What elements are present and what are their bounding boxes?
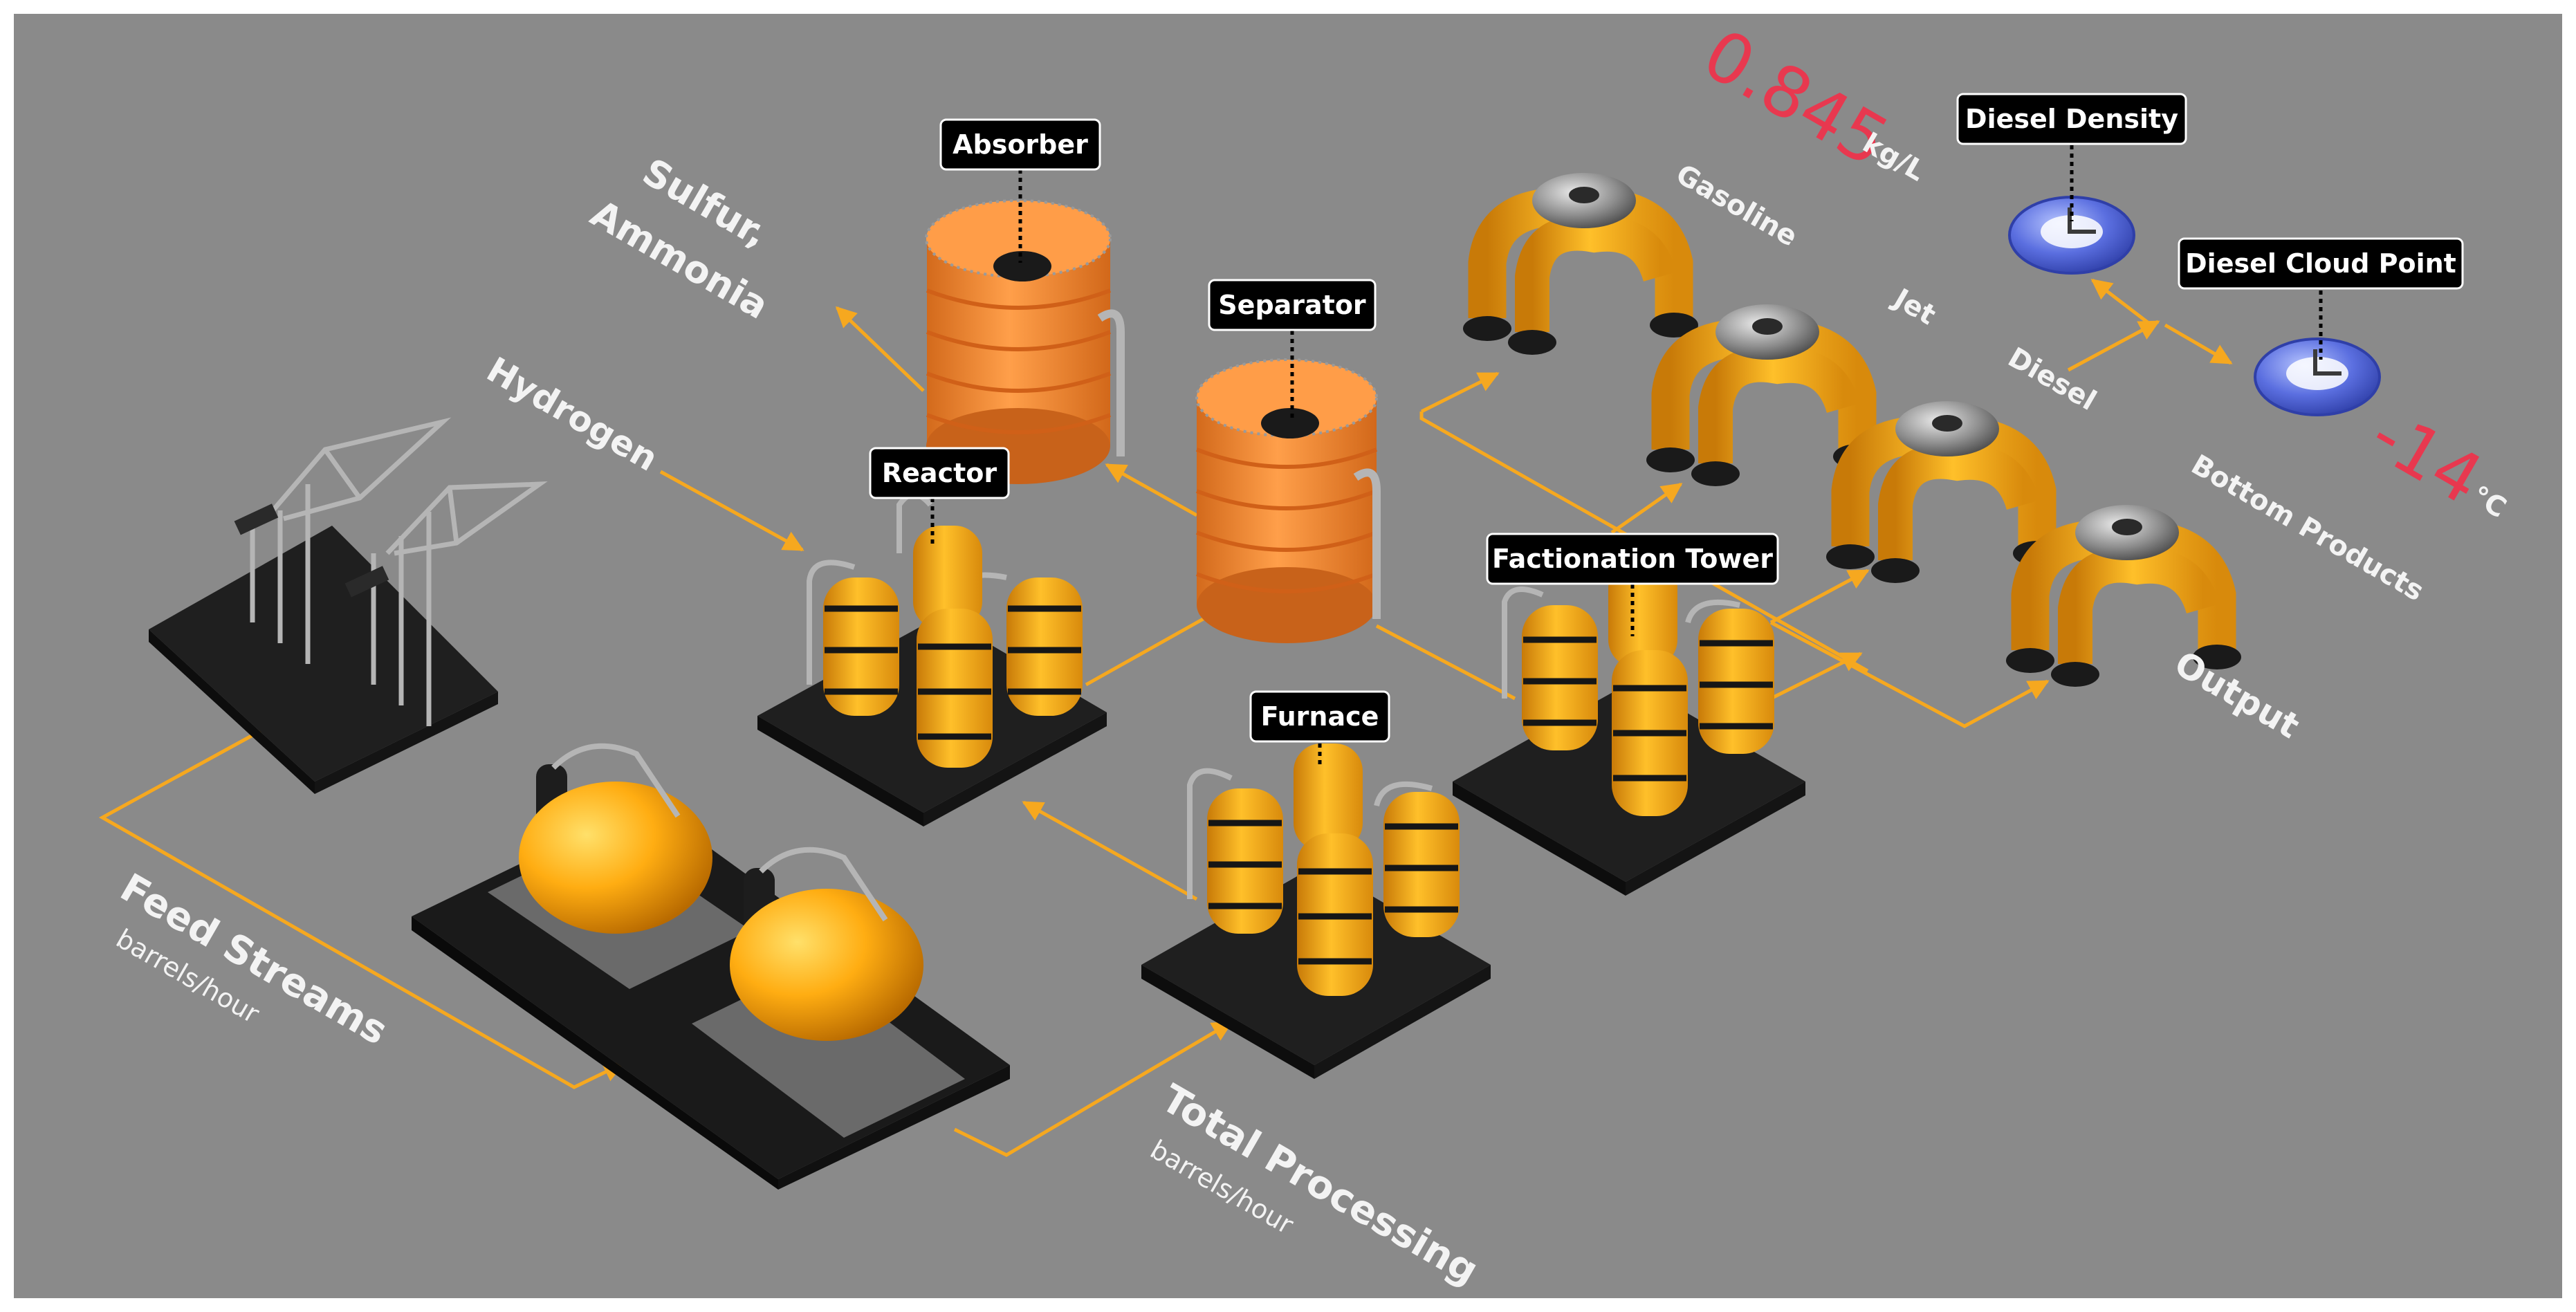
density-unit: kg/L bbox=[1857, 127, 1931, 188]
flow-fractionation-out bbox=[1769, 652, 1863, 701]
callout-fractionation: Factionation Tower bbox=[1486, 533, 1779, 585]
pump-bottom bbox=[2006, 505, 2241, 687]
flow-lines bbox=[98, 279, 2233, 1157]
callout-diesel-cloud-point-text: Diesel Cloud Point bbox=[2185, 248, 2456, 279]
callout-absorber: Absorber bbox=[939, 118, 1101, 171]
callout-separator-text: Separator bbox=[1218, 290, 1366, 320]
label-jet: Jet bbox=[1886, 281, 1941, 331]
flow-furnace-to-reactor bbox=[1022, 800, 1198, 901]
density-gauge-icon[interactable] bbox=[2008, 196, 2135, 275]
label-gasoline: Gasoline bbox=[1671, 158, 1803, 253]
callout-furnace-text: Furnace bbox=[1261, 701, 1379, 732]
flow-diesel-branch bbox=[1769, 569, 1870, 625]
fractionation-unit bbox=[1453, 560, 1805, 896]
product-pumps bbox=[1463, 173, 2241, 687]
flow-sulfur-ammonia bbox=[835, 306, 925, 392]
flow-gauge-density bbox=[2090, 279, 2153, 326]
flow-separator-to-fractionation bbox=[1375, 624, 1516, 701]
separator-tank bbox=[1195, 358, 1381, 643]
flow-diesel-to-gauges bbox=[2067, 320, 2160, 372]
callout-absorber-text: Absorber bbox=[953, 129, 1088, 160]
flow-gasoline-branch bbox=[1420, 371, 1500, 414]
storage-tanks bbox=[412, 743, 1010, 1190]
label-diesel: Diesel bbox=[2003, 342, 2101, 417]
cloud-point-gauge-icon[interactable] bbox=[2254, 338, 2381, 416]
flow-total-processing bbox=[953, 1020, 1233, 1157]
callout-separator: Separator bbox=[1208, 279, 1377, 331]
callout-diesel-density-text: Diesel Density bbox=[1965, 104, 2178, 134]
flow-hydrogen bbox=[659, 470, 804, 552]
label-hydrogen: Hydrogen bbox=[480, 349, 665, 479]
furnace-unit bbox=[1141, 743, 1491, 1079]
loading-rack bbox=[149, 417, 548, 794]
flow-bottom-branch bbox=[1769, 620, 2050, 728]
callout-diesel-cloud-point: Diesel Cloud Point bbox=[2178, 237, 2464, 290]
flow-feed-streams bbox=[98, 728, 625, 1089]
absorber-tank bbox=[925, 199, 1125, 484]
flow-separator-to-absorber bbox=[1105, 463, 1198, 517]
callout-fractionation-text: Factionation Tower bbox=[1492, 544, 1773, 574]
callout-reactor: Reactor bbox=[869, 447, 1010, 499]
reactor-unit bbox=[757, 492, 1107, 826]
callout-furnace: Furnace bbox=[1249, 690, 1390, 743]
callout-reactor-text: Reactor bbox=[882, 458, 997, 488]
callout-leaders bbox=[930, 145, 2323, 768]
flow-jet-branch bbox=[1610, 482, 1683, 535]
pump-gasoline bbox=[1463, 173, 1698, 355]
flow-gauge-cloud bbox=[2164, 323, 2233, 365]
callout-diesel-density: Diesel Density bbox=[1956, 93, 2187, 145]
pump-diesel bbox=[1826, 401, 2061, 583]
